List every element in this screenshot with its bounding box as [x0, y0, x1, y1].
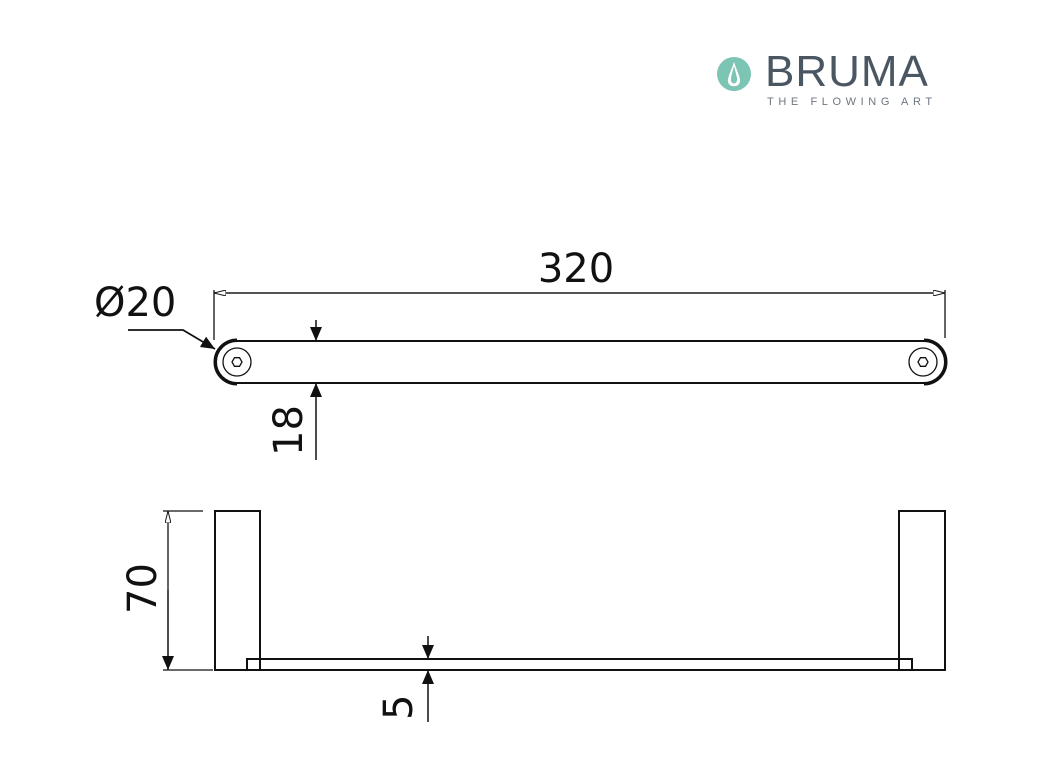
- width-dimension-label: 18: [266, 405, 312, 456]
- droplet-icon: [717, 57, 751, 91]
- right-post: [898, 510, 946, 671]
- brand-tagline: THE FLOWING ART: [767, 96, 937, 108]
- height-dimension-label: 70: [120, 563, 166, 614]
- thickness-dimension-label: 5: [376, 695, 422, 720]
- screw-right-icon: [908, 347, 938, 377]
- length-dimension-label: 320: [538, 246, 614, 292]
- diameter-dimension-label: Ø20: [94, 280, 176, 326]
- brand-name: BRUMA: [765, 47, 929, 96]
- side-view: 70 5: [120, 510, 946, 722]
- shelf-plate: [246, 658, 913, 671]
- screw-left-icon: [222, 347, 252, 377]
- top-view: 320 Ø20 18: [94, 246, 948, 460]
- left-post: [214, 510, 261, 671]
- bar-outline: [215, 340, 946, 384]
